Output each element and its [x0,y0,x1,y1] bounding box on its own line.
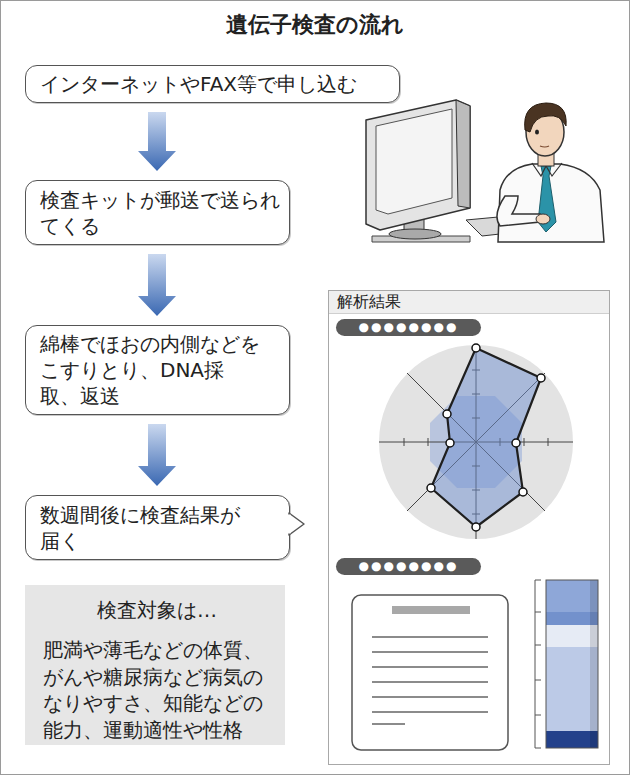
monitor-side [456,100,470,208]
process-box: 綿棒でほおの内側などをこすりとり、DNA採取、返送 [25,325,290,415]
flow-arrow [138,254,176,316]
node-text: 検査キットが郵送で送られてくる [40,187,283,239]
callout-tail [289,513,304,535]
process-box: 数週間後に検査結果が届く [25,495,290,560]
keyboard [466,212,572,236]
note-box: 検査対象は… 肥満や薄毛などの体質、がんや糖尿病など病気のなりやすさ、知能などの能… [25,585,285,745]
hair [525,103,567,132]
diagram-title: 遺伝子検査の流れ [0,10,630,40]
monitor-stand [404,212,424,234]
node-text: 綿棒でほおの内側などをこすりとり、DNA採取、返送 [40,331,263,409]
process-box: インターネットやFAX等で申し込む [25,65,400,103]
node-text: 数週間後に検査結果が届く [40,502,243,554]
mouth [540,146,549,147]
label-pill: ●●●●●●●● [336,319,481,336]
label-pill: ●●●●●●●● [336,558,481,575]
node-text: インターネットやFAX等で申し込む [40,71,389,97]
node-text: 検査対象は… [43,597,271,623]
shirt [498,164,604,242]
face [526,108,564,156]
desk-edge [372,236,470,242]
node-text: 解析結果 [329,291,609,314]
result-panel: 解析結果 ●●●●●●●● ●●●●●●●● [328,290,610,765]
node-text: ●●●●●●●● [336,558,481,575]
eye [535,130,539,135]
monitor-body [366,100,470,230]
neck [538,150,554,166]
process-box: 検査キットが郵送で送られてくる [25,180,290,245]
monitor-base [389,229,441,239]
flow-arrow [138,424,176,486]
node-text: ●●●●●●●● [336,319,481,336]
collar [532,163,562,176]
hand [536,214,550,224]
necktie [538,166,556,232]
arm [497,196,540,226]
node-body-text: 肥満や薄毛などの体質、がんや糖尿病など病気のなりやすさ、知能などの能力、運動適性… [43,637,271,743]
monitor-panel [376,109,452,214]
flow-arrow [138,112,176,171]
